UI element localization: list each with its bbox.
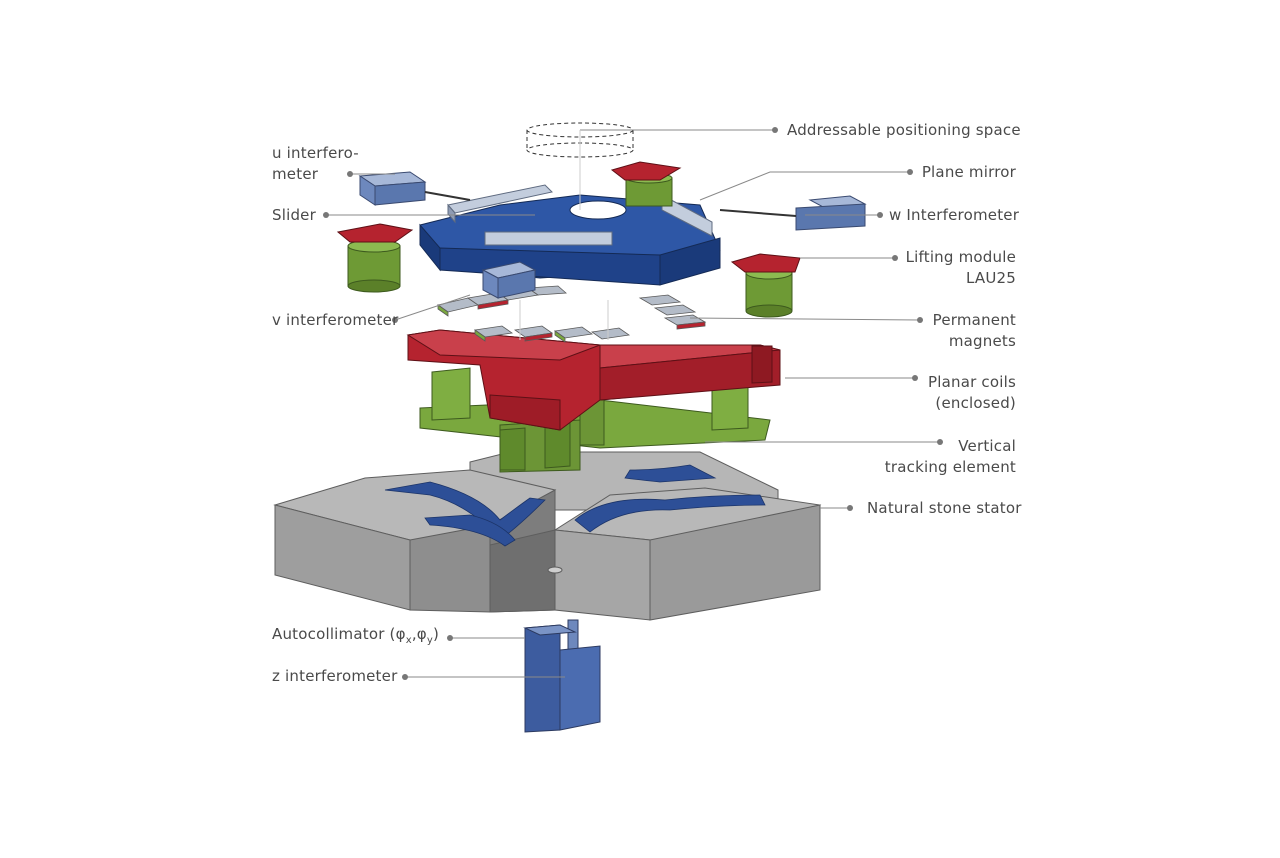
autocollimator-prefix: Autocollimator (φ [272, 625, 406, 643]
label-vertical-tracking-line1: Vertical [958, 437, 1016, 455]
u-interferometer [358, 171, 471, 206]
w-interferometer [719, 195, 867, 231]
label-vertical-tracking-line2: tracking element [884, 458, 1016, 476]
label-autocollimator: Autocollimator (φx,φy) [272, 624, 439, 651]
autocollimator-separator: ,φ [411, 625, 427, 643]
label-addressable-positioning-space: Addressable positioning space [787, 121, 1021, 139]
autocollimator-suffix: ) [433, 625, 440, 643]
v-interferometer-block [481, 261, 537, 299]
label-w-interferometer: w Interferometer [889, 206, 1020, 224]
z-interferometer-and-autocollimator [523, 619, 601, 733]
autocollimator-sub-x: x [405, 635, 412, 646]
label-planar-coils-line1: Planar coils [927, 373, 1016, 391]
lifting-module-right [730, 253, 801, 318]
lifting-module-left [336, 223, 414, 293]
label-permanent-magnets-line1: Permanent [932, 311, 1016, 329]
autocollimator-sub-y: y [426, 635, 434, 646]
label-permanent-magnets-line2: magnets [948, 332, 1016, 350]
leader-dots [323, 127, 943, 680]
label-natural-stone-stator: Natural stone stator [867, 499, 1022, 517]
stator-arc-tracks [384, 464, 766, 547]
permanent-magnets [437, 285, 707, 343]
label-slider: Slider [272, 206, 316, 224]
plane-mirrors [447, 184, 713, 246]
label-v-interferometer: v interferometer [272, 311, 399, 329]
label-u-interferometer-line2: meter [272, 165, 319, 183]
label-lifting-module-line1: Lifting module [905, 248, 1016, 266]
planar-coils [406, 329, 781, 431]
lifting-module-top [610, 161, 682, 207]
label-planar-coils-line2: (enclosed) [935, 394, 1016, 412]
label-lifting-module-line2: LAU25 [965, 269, 1016, 287]
label-u-interferometer-line1: u interfero- [272, 144, 359, 162]
leader-lines [326, 129, 940, 678]
natural-stone-stator [273, 451, 822, 621]
label-plane-mirror: Plane mirror [921, 163, 1016, 181]
label-z-interferometer: z interferometer [272, 667, 398, 685]
